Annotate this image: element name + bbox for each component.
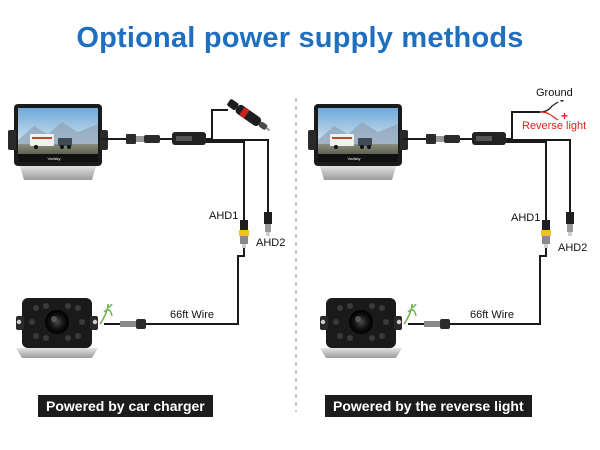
ahd1-cable: [206, 141, 245, 220]
ahd2-connector: [264, 212, 272, 236]
monitor-connector-2: [444, 135, 460, 143]
monitor-connector-2: [144, 135, 160, 143]
monitor-connector-1-tip: [136, 136, 144, 142]
power-lead-split: [539, 101, 559, 121]
backup-camera: [16, 298, 98, 358]
page-title: Optional power supply methods: [76, 22, 524, 54]
reverse-light-label: Reverse light: [522, 120, 586, 132]
monitor-connector-1: [426, 134, 436, 144]
green-pigtail: [99, 303, 113, 325]
backup-camera: [320, 298, 402, 358]
ahd2-label: AHD2: [558, 242, 587, 254]
green-pigtail: [403, 303, 417, 325]
minus-label: -: [560, 93, 564, 107]
monitor-connector-1: [126, 134, 136, 144]
right-panel: Vodsky: [308, 87, 587, 358]
ground-label: Ground: [536, 87, 573, 99]
plus-label: +: [561, 109, 568, 123]
power-cable: [206, 109, 228, 140]
ahd2-cable: [506, 139, 571, 212]
wire-connector: [136, 319, 146, 329]
ahd2-label: AHD2: [256, 237, 285, 249]
extension-wire: [142, 248, 245, 325]
ahd2-cable: [206, 139, 269, 212]
left-caption: Powered by car charger: [38, 395, 213, 417]
monitor: Vodsky: [8, 104, 108, 180]
extension-wire: [446, 248, 547, 325]
ahd1-connector: [239, 220, 249, 248]
ahd1-label: AHD1: [511, 212, 540, 224]
left-panel: Vodsky: [8, 99, 285, 358]
svg-text:Vodsky: Vodsky: [348, 156, 361, 161]
wire-label: 66ft Wire: [470, 309, 514, 321]
ahd2-connector: [566, 212, 574, 236]
ahd1-connector: [541, 220, 551, 248]
svg-text:Vodsky: Vodsky: [48, 156, 61, 161]
ahd1-label: AHD1: [209, 210, 238, 222]
right-caption: Powered by the reverse light: [325, 395, 532, 417]
wire-label: 66ft Wire: [170, 309, 214, 321]
car-charger: [227, 99, 271, 132]
monitor: Vodsky: [308, 104, 408, 180]
wire-connector: [440, 319, 450, 329]
ahd1-cable: [506, 141, 547, 220]
